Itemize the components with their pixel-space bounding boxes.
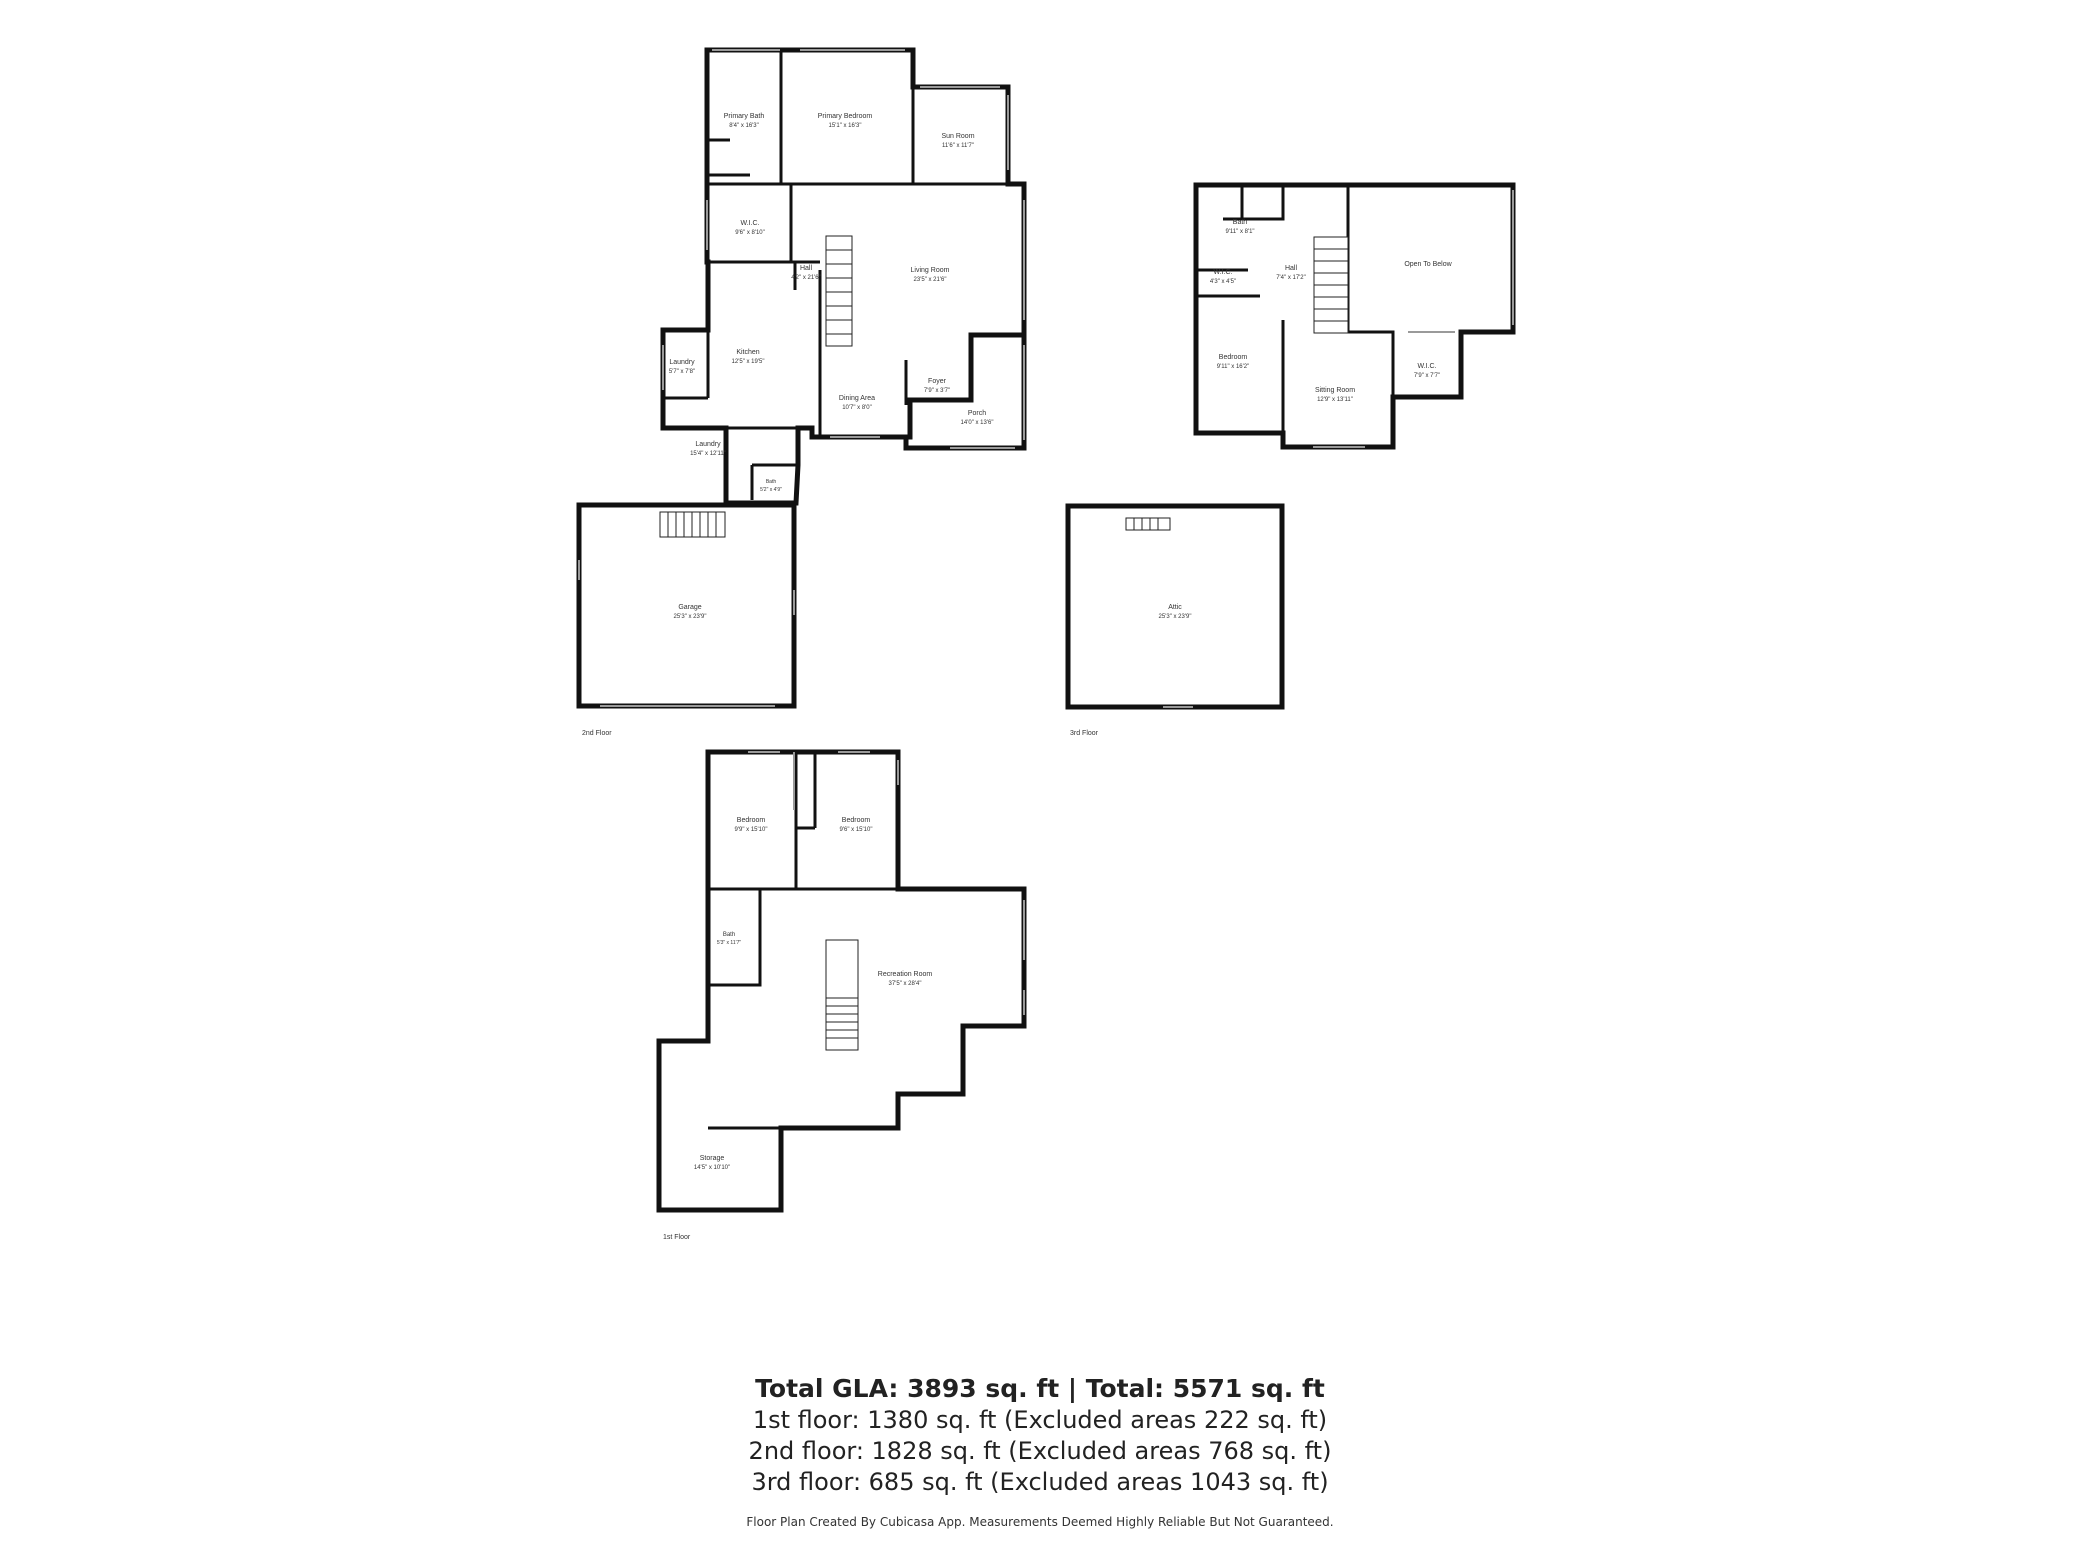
room-label-bedroom-3rd: Bedroom 9'11" x 16'2" (1217, 354, 1249, 370)
garage-stairs (659, 511, 726, 538)
room-label-kitchen: Kitchen 12'5" x 19'5" (732, 349, 765, 365)
room-name: Porch (968, 410, 986, 417)
room-dimensions: 4'2" x 21'6" (791, 275, 821, 281)
stairs (825, 235, 853, 347)
room-label-laundry: Laundry 15'4" x 12'11" (690, 441, 726, 457)
room-name: W.I.C. (740, 220, 759, 227)
floor-label-2nd: 2nd Floor (582, 730, 612, 737)
room-dimensions: 12'5" x 19'5" (732, 359, 765, 365)
room-label-porch: Porch 14'0" x 13'6" (961, 410, 994, 426)
room-label-storage: Storage 14'5" x 10'10" (694, 1155, 730, 1171)
room-dimensions: 25'3" x 23'9" (674, 614, 707, 620)
room-dimensions: 15'4" x 12'11" (690, 451, 726, 457)
room-label-sitting-room: Sitting Room 12'9" x 13'11" (1315, 387, 1355, 403)
room-label-hall-3rd: Hall 7'4" x 17'2" (1276, 265, 1306, 281)
room-name: Open To Below (1404, 261, 1452, 268)
room-dimensions: 10'7" x 8'0" (842, 405, 872, 411)
stairs (825, 939, 859, 1051)
first-floor-plan: Bedroom 9'9" x 15'10" Bedroom 9'6" x 15'… (656, 749, 1027, 1241)
room-name: Primary Bedroom (818, 113, 873, 120)
room-label-hall: Hall 4'2" x 21'6" (791, 265, 821, 281)
room-name: Hall (800, 265, 813, 272)
room-label-garage: Garage 25'3" x 23'9" (674, 604, 707, 620)
floor-label-3rd: 3rd Floor (1070, 730, 1099, 737)
room-dimensions: 12'9" x 13'11" (1317, 397, 1353, 403)
total-area: Total GLA: 3893 sq. ft | Total: 5571 sq.… (755, 1374, 1325, 1403)
room-label-recreation-room: Recreation Room 37'5" x 28'4" (878, 971, 933, 987)
room-label-wic-small: W.I.C. 4'3" x 4'5" (1210, 269, 1236, 285)
room-label-bath-1st: Bath 5'3" x 11'7" (717, 932, 741, 946)
room-dimensions: 23'5" x 21'6" (914, 277, 947, 283)
room-name: Bedroom (737, 817, 766, 824)
room-dimensions: 9'11" x 16'2" (1217, 364, 1249, 370)
room-label-open-to-below: Open To Below (1404, 261, 1452, 268)
room-label-bath: Bath 5'2" x 4'9" (760, 479, 782, 493)
room-name: Foyer (928, 378, 947, 385)
room-label-wic-3rd: W.I.C. 7'9" x 7'7" (1414, 363, 1440, 379)
room-name: Laundry (695, 441, 721, 448)
room-name: W.I.C. (1417, 363, 1436, 370)
room-name: Bath (723, 932, 735, 938)
room-name: Dining Area (839, 395, 875, 402)
third-floor-plan: Bath 9'11" x 8'1" W.I.C. 4'3" x 4'5" Hal… (1065, 182, 1516, 737)
room-label-bath-3rd: Bath 9'11" x 8'1" (1225, 219, 1254, 235)
room-dimensions: 9'11" x 8'1" (1225, 229, 1254, 235)
room-label-laundry-small: Laundry 5'7" x 7'8" (669, 359, 695, 375)
room-label-bedroom-left: Bedroom 9'9" x 15'10" (735, 817, 768, 833)
floor-label-1st: 1st Floor (663, 1234, 691, 1241)
disclaimer: Floor Plan Created By Cubicasa App. Meas… (746, 1515, 1334, 1529)
stairs (1313, 236, 1349, 334)
room-dimensions: 5'2" x 4'9" (760, 487, 782, 493)
room-dimensions: 7'9" x 3'7" (924, 388, 950, 394)
room-name: W.I.C. (1213, 269, 1232, 276)
room-name: Bedroom (1219, 354, 1248, 361)
area-summary: Total GLA: 3893 sq. ft | Total: 5571 sq.… (0, 1373, 2080, 1498)
room-label-sun-room: Sun Room 11'6" x 11'7" (941, 133, 974, 149)
room-name: Bath (766, 479, 777, 485)
room-dimensions: 9'9" x 15'10" (735, 827, 768, 833)
room-dimensions: 7'9" x 7'7" (1414, 373, 1440, 379)
room-dimensions: 9'6" x 8'10" (735, 230, 765, 236)
room-name: Bedroom (842, 817, 871, 824)
room-name: Storage (700, 1155, 725, 1162)
room-name: Primary Bath (724, 113, 765, 120)
room-name: Recreation Room (878, 971, 933, 978)
room-dimensions: 5'3" x 11'7" (717, 940, 741, 946)
second-floor-plan: Primary Bath 8'4" x 16'3" Primary Bedroo… (576, 47, 1027, 737)
room-dimensions: 25'3" x 23'9" (1159, 614, 1192, 620)
room-name: Sitting Room (1315, 387, 1355, 394)
room-dimensions: 14'5" x 10'10" (694, 1165, 730, 1171)
second-floor-area: 2nd floor: 1828 sq. ft (Excluded areas 7… (748, 1437, 1332, 1465)
room-name: Laundry (669, 359, 695, 366)
first-floor-area: 1st floor: 1380 sq. ft (Excluded areas 2… (752, 1406, 1328, 1434)
room-name: Living Room (911, 267, 950, 274)
room-dimensions: 7'4" x 17'2" (1276, 275, 1306, 281)
room-label-dining-area: Dining Area 10'7" x 8'0" (839, 395, 875, 411)
room-name: Bath (1233, 219, 1248, 226)
room-dimensions: 14'0" x 13'6" (961, 420, 994, 426)
room-label-living-room: Living Room 23'5" x 21'6" (911, 267, 950, 283)
room-dimensions: 11'6" x 11'7" (942, 143, 974, 149)
room-dimensions: 37'5" x 28'4" (889, 981, 922, 987)
room-label-bedroom-right: Bedroom 9'6" x 15'10" (840, 817, 873, 833)
third-floor-area: 3rd floor: 685 sq. ft (Excluded areas 10… (751, 1468, 1329, 1496)
room-name: Garage (678, 604, 701, 611)
room-label-attic: Attic 25'3" x 23'9" (1159, 604, 1192, 620)
attic-stairs (1125, 517, 1171, 531)
room-dimensions: 15'1" x 16'3" (829, 123, 862, 129)
room-label-foyer: Foyer 7'9" x 3'7" (924, 378, 950, 394)
room-dimensions: 9'6" x 15'10" (840, 827, 873, 833)
room-name: Hall (1285, 265, 1298, 272)
room-label-wic: W.I.C. 9'6" x 8'10" (735, 220, 765, 236)
room-dimensions: 8'4" x 16'3" (729, 123, 759, 129)
room-name: Attic (1168, 604, 1182, 611)
room-label-primary-bedroom: Primary Bedroom 15'1" x 16'3" (818, 113, 873, 129)
room-name: Kitchen (736, 349, 759, 356)
room-dimensions: 4'3" x 4'5" (1210, 279, 1236, 285)
room-label-primary-bath: Primary Bath 8'4" x 16'3" (724, 113, 765, 129)
room-dimensions: 5'7" x 7'8" (669, 369, 695, 375)
room-name: Sun Room (941, 133, 974, 140)
